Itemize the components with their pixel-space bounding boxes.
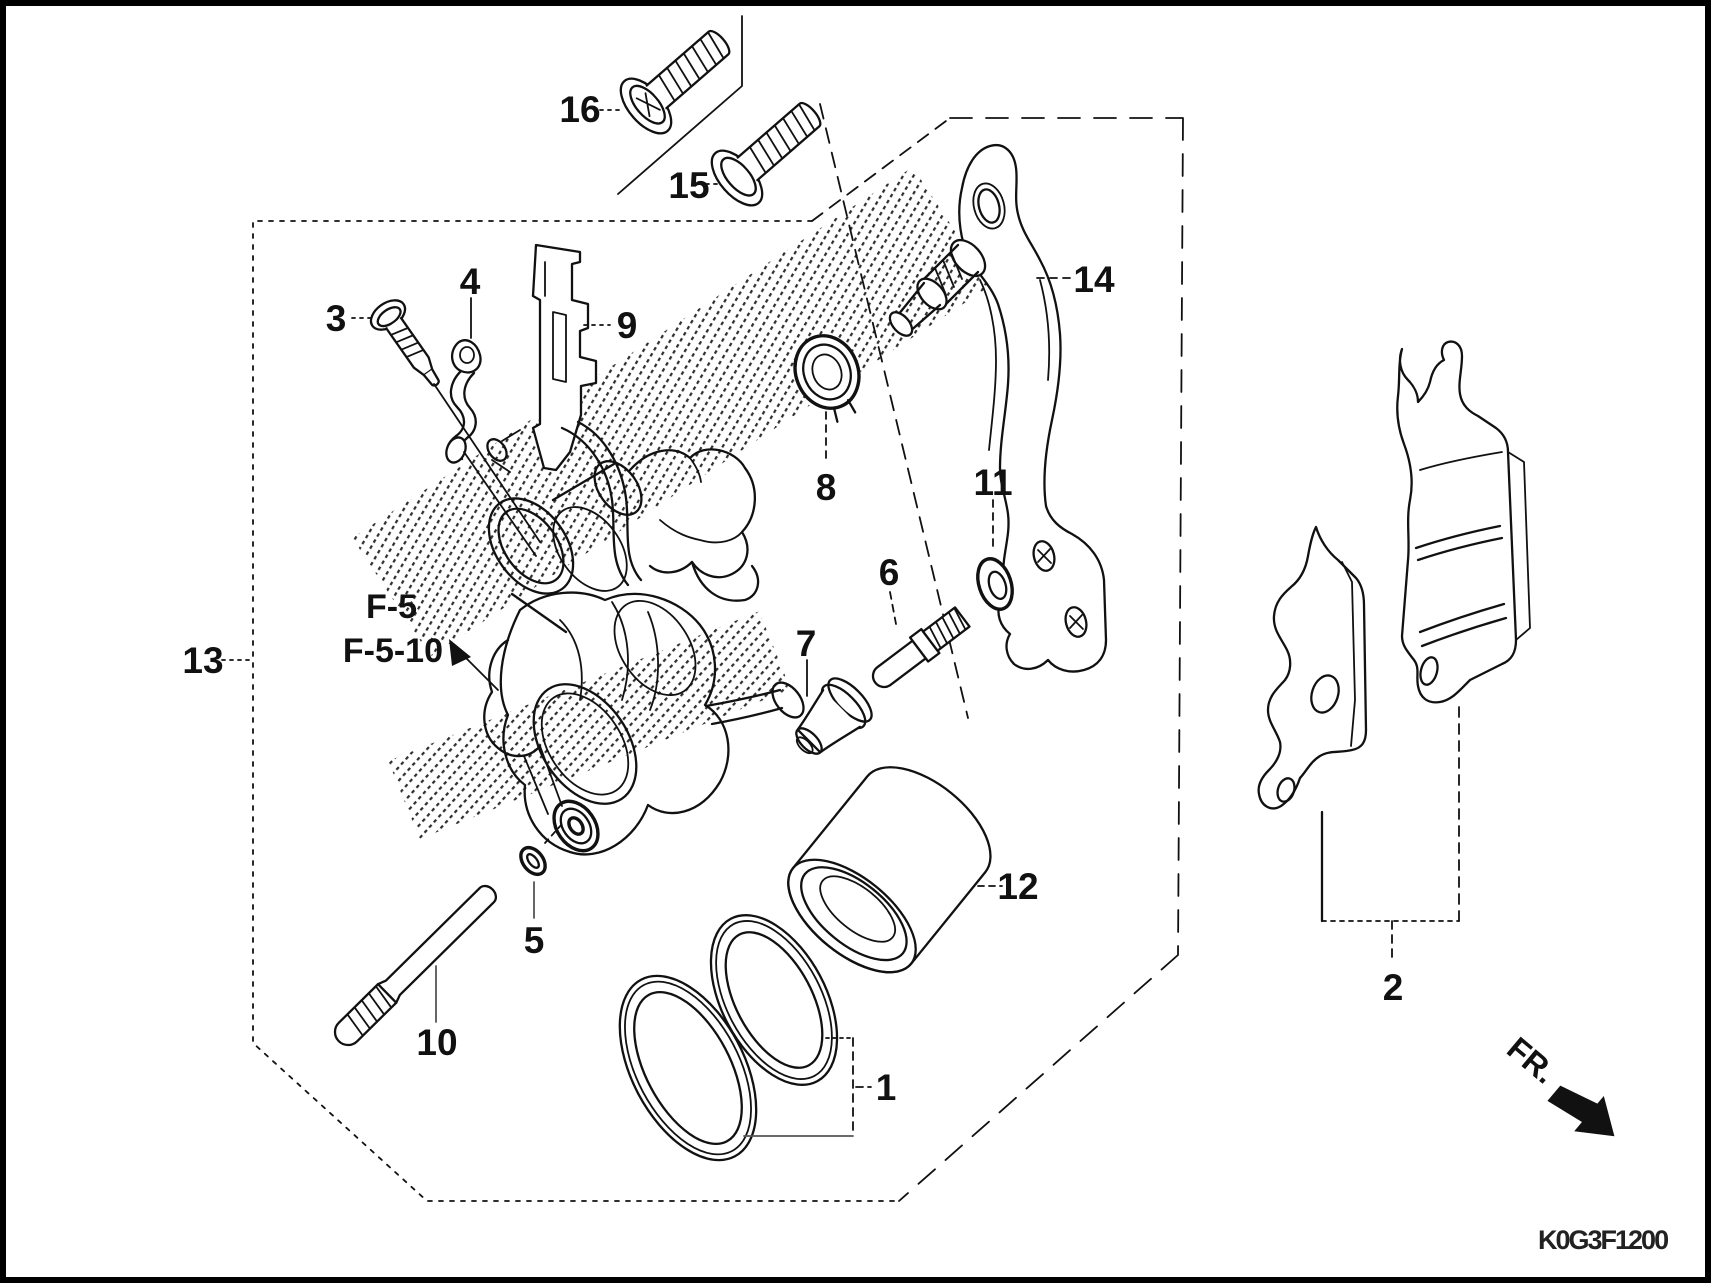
fr-arrow-icon [1547, 1085, 1615, 1137]
part-3-bleed-screw [369, 299, 440, 387]
part-7-pin-boot [795, 677, 873, 755]
part-1-piston-seal [709, 914, 839, 1086]
part-label-3[interactable]: 3 [326, 298, 347, 339]
bolt-pair-bracket-line [617, 15, 743, 195]
part-9-pad-spring-plate [531, 243, 598, 472]
part-label-15[interactable]: 15 [668, 165, 709, 206]
part-5-washer [519, 845, 547, 877]
part-label-7[interactable]: 7 [796, 623, 817, 664]
disc-hatch-band-upper [352, 167, 992, 657]
caliper-body [483, 420, 805, 856]
part-label-12[interactable]: 12 [997, 866, 1038, 907]
part-16-flange-bolt [619, 29, 731, 135]
diagram-code: K0G3F1200 [1538, 1225, 1668, 1255]
part-11-washer [976, 557, 1014, 611]
part-label-4[interactable]: 4 [460, 261, 481, 302]
part-12-piston [787, 766, 992, 974]
callout-labels: 16 15 3 4 9 8 6 11 7 14 12 1 5 10 13 2 [182, 89, 1403, 1108]
part-10-pin-bolt [333, 884, 497, 1047]
part-label-14[interactable]: 14 [1073, 259, 1115, 300]
disc-hatch-band-lower [388, 611, 791, 839]
part-label-8[interactable]: 8 [816, 467, 837, 508]
part-label-1[interactable]: 1 [876, 1067, 897, 1108]
part-3-fit-leader [433, 383, 541, 543]
part-label-16[interactable]: 16 [559, 89, 600, 130]
part-2-brake-pad-inner [1257, 525, 1368, 810]
caliper-assembly-boundary [252, 117, 1184, 1202]
part-label-5[interactable]: 5 [524, 920, 545, 961]
part-label-6[interactable]: 6 [879, 552, 900, 593]
part-2-brake-pad-outer [1396, 340, 1531, 704]
ref-f5-label: F-5 [366, 588, 417, 626]
part-14-caliper-bracket [888, 143, 1108, 673]
service-manual-reference: F-5 F-5-10 [343, 588, 499, 691]
ref-arrow-icon [449, 639, 471, 666]
part-5-fit-leader [544, 823, 563, 844]
part-label-10[interactable]: 10 [416, 1022, 457, 1063]
part-label-13[interactable]: 13 [182, 640, 223, 681]
callout-leaders [221, 109, 1460, 1137]
part-label-9[interactable]: 9 [617, 305, 638, 346]
front-direction-indicator: FR. [1500, 1030, 1615, 1137]
part-4-pad-clip [445, 339, 482, 464]
ref-f5-10-label: F-5-10 [343, 632, 443, 670]
fr-label: FR. [1500, 1030, 1563, 1091]
part-15-flange-bolt [710, 101, 822, 207]
part-6-pin-bolt [871, 606, 971, 689]
part-8-pin-cap [793, 334, 861, 423]
part-label-2[interactable]: 2 [1383, 967, 1404, 1008]
part-1-dust-seal [618, 974, 758, 1162]
part-label-11[interactable]: 11 [973, 462, 1012, 503]
